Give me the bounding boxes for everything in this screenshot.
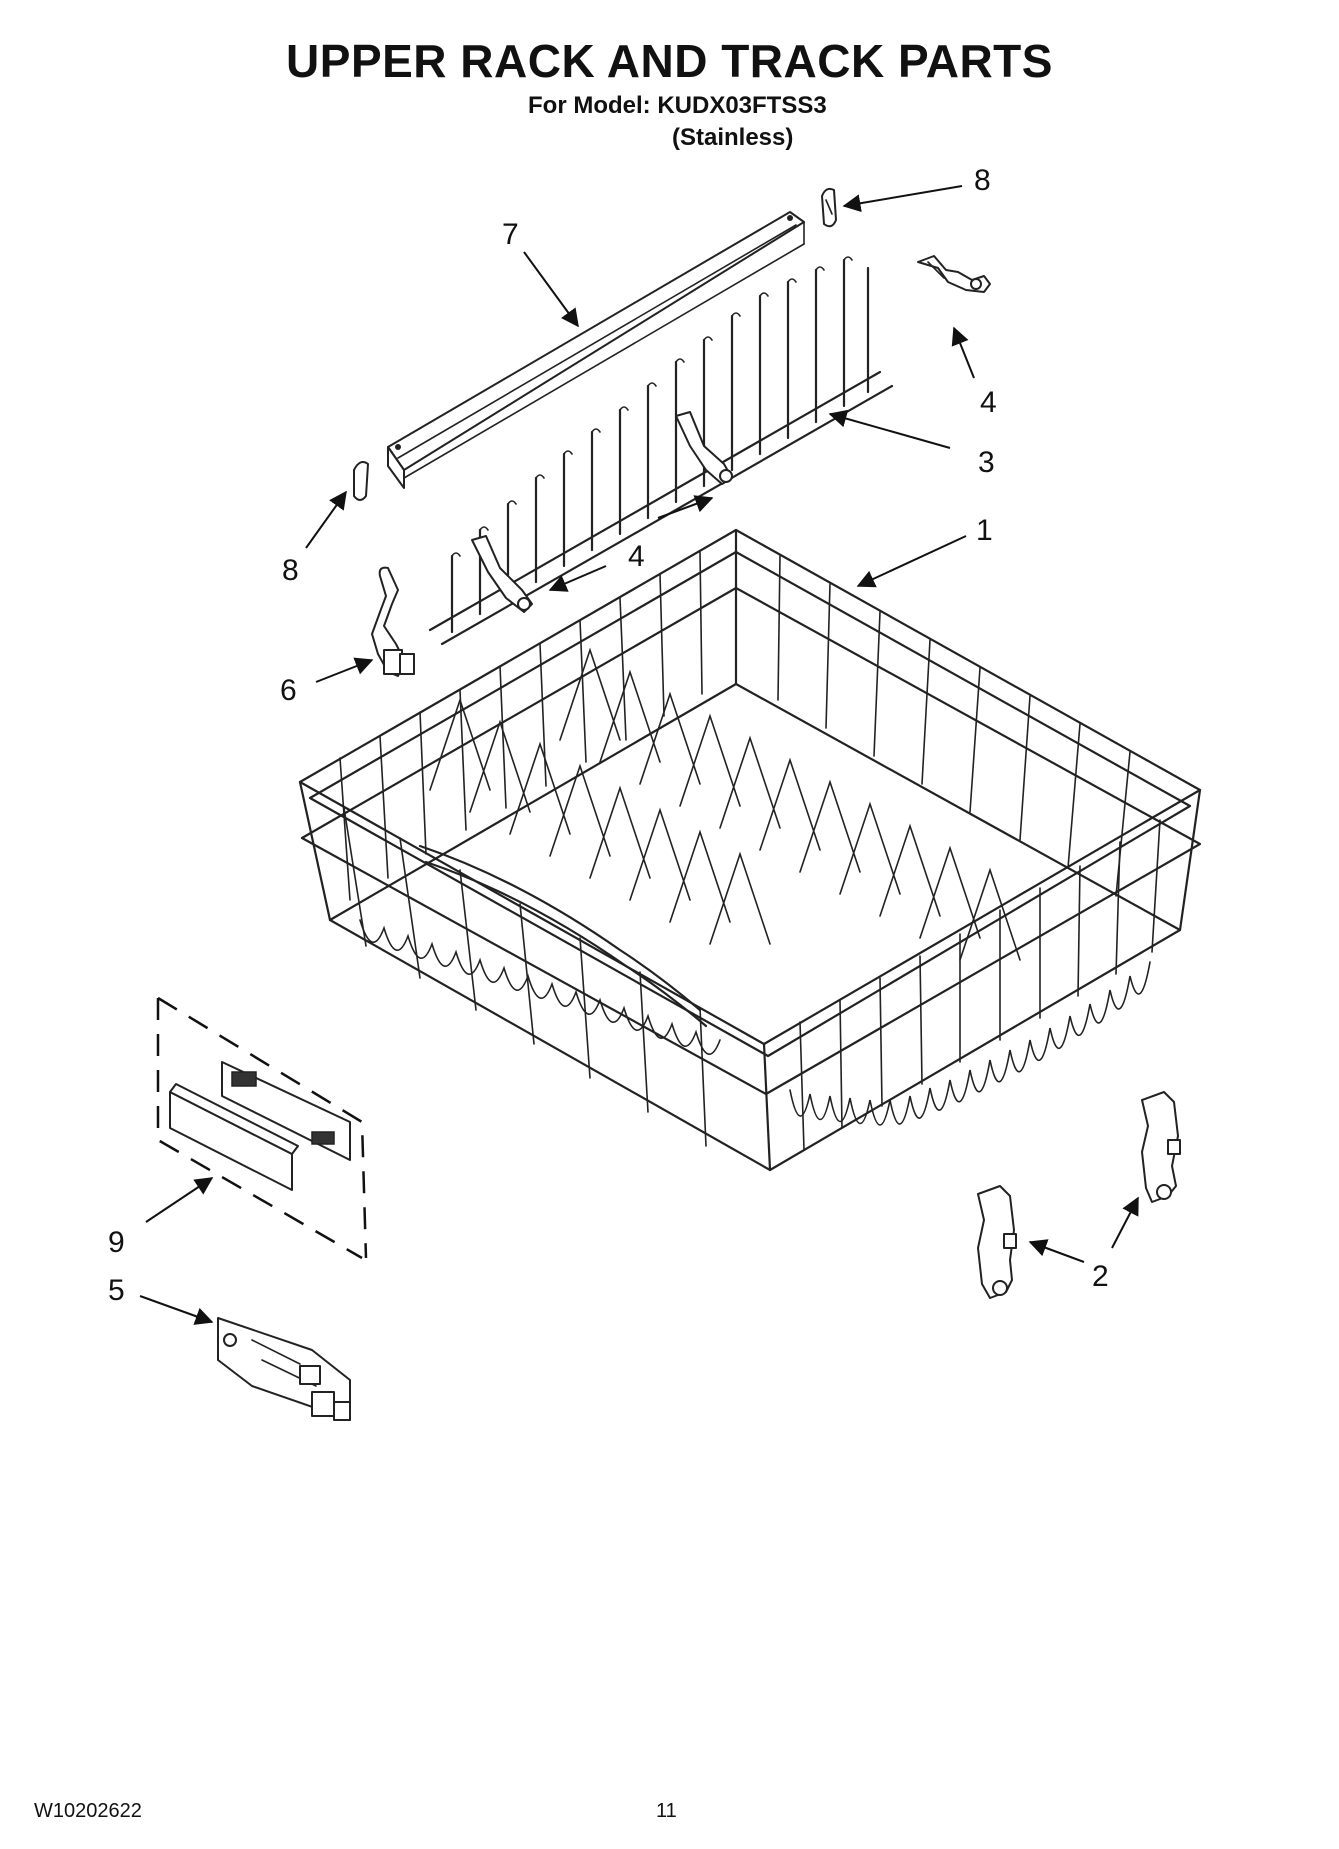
callout-5: 5	[108, 1274, 125, 1307]
model-line: For Model: KUDX03FTSS3	[528, 92, 827, 119]
leader-arrow-5	[139, 1295, 214, 1325]
page-title: UPPER RACK AND TRACK PARTS	[286, 35, 1053, 87]
leader-arrow-1	[856, 535, 967, 588]
track-end-cap-left-part	[353, 461, 369, 501]
track-end-cap-top-part	[821, 187, 837, 228]
callout-7: 7	[502, 218, 519, 251]
callout-2: 2	[1092, 1260, 1109, 1293]
callout-8-top: 8	[974, 164, 991, 197]
leader-arrow-3	[828, 409, 951, 449]
callout-6: 6	[280, 674, 297, 707]
callout-3: 3	[978, 446, 995, 479]
callout-9: 9	[108, 1226, 125, 1259]
callout-1: 1	[976, 514, 993, 547]
upper-rack-basket-part	[298, 528, 1202, 1172]
track-stop-clip-front-part	[977, 1185, 1017, 1299]
callout-4-right: 4	[980, 386, 997, 419]
handle-assembly-part	[156, 996, 368, 1260]
rack-stop-part	[217, 1317, 351, 1421]
leader-arrow-4-up	[657, 495, 714, 519]
callout-4-center: 4	[628, 540, 645, 573]
leader-arrow-2-front	[1028, 1239, 1085, 1263]
adjuster-clip-right-part	[917, 255, 991, 293]
track-rail-part	[387, 211, 805, 489]
tine-row-part	[428, 256, 894, 646]
leader-arrow-8-top	[842, 185, 963, 213]
leader-arrow-4-down	[548, 565, 607, 592]
leader-arrow-6	[315, 657, 374, 683]
document-number: W10202622	[34, 1800, 142, 1822]
leader-arrow-2-back	[1111, 1196, 1139, 1249]
leader-arrow-4-right	[951, 326, 975, 379]
leader-arrow-8-left	[305, 490, 347, 549]
variant-line: (Stainless)	[672, 124, 794, 151]
track-stop-clip-back-part	[1141, 1091, 1181, 1203]
leader-arrow-7	[523, 251, 579, 328]
page-number: 11	[656, 1800, 677, 1822]
callout-8-left: 8	[282, 554, 299, 587]
rack-adjuster-arm-part	[371, 566, 415, 677]
leader-arrow-9	[145, 1177, 214, 1223]
